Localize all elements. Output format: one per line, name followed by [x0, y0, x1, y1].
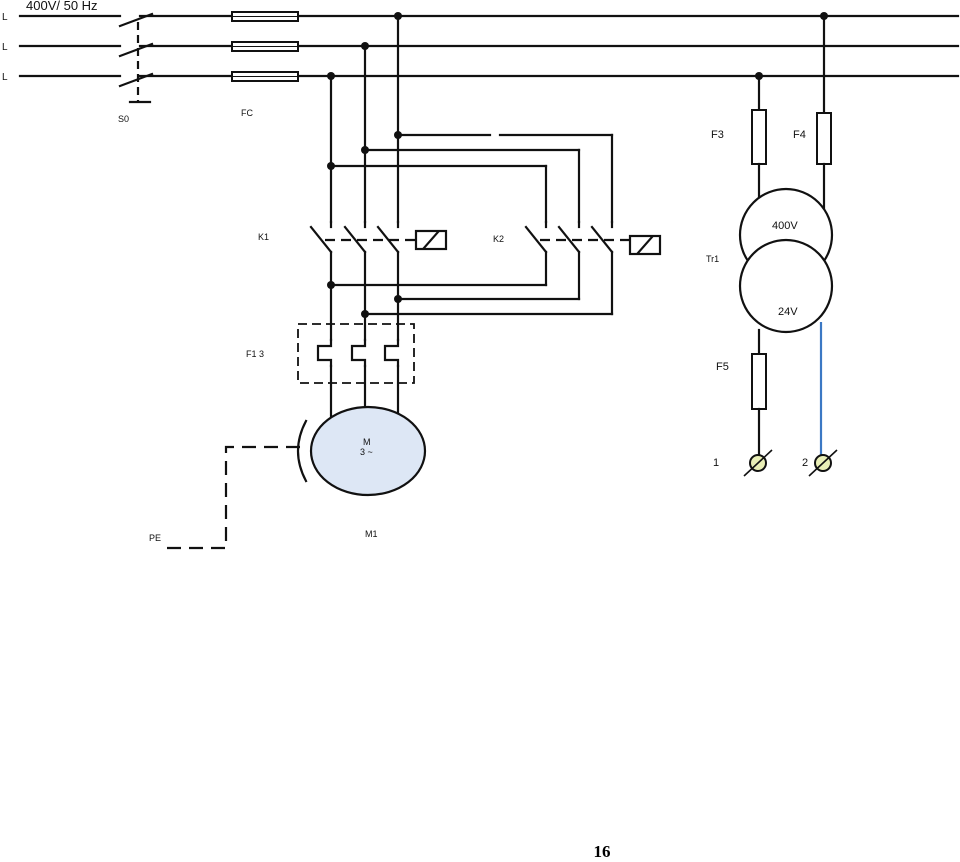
motor-m1	[296, 405, 427, 497]
label-motor: M1	[365, 529, 378, 539]
contactor-k2	[524, 220, 662, 316]
label-overload-relay: F1 3	[246, 349, 264, 359]
phase-label-l1: L	[2, 12, 8, 23]
protective-earth-line	[160, 445, 300, 550]
terminal-2	[808, 449, 838, 477]
phase-bus-lines	[18, 14, 960, 78]
transformer-primary-voltage: 400V	[772, 220, 798, 232]
contactor-k1	[309, 220, 448, 316]
motor-feeders	[329, 283, 400, 342]
supply-header: 400V/ 50 Hz	[26, 0, 98, 13]
secondary-circuit	[751, 322, 823, 457]
k2-top-links	[329, 133, 614, 224]
motor-symbol-3ph: 3 ~	[360, 447, 373, 457]
phase-label-l3: L	[2, 72, 8, 83]
label-terminal-1: 1	[713, 457, 719, 469]
transformer-tr1	[738, 187, 834, 334]
label-transformer: Tr1	[706, 254, 719, 264]
label-fuse-f3: F3	[711, 129, 724, 141]
phase-label-l2: L	[2, 42, 8, 53]
label-contactor-k1: K1	[258, 232, 269, 242]
control-fuses	[751, 14, 832, 212]
main-fuses-fc	[231, 11, 299, 82]
k2-bottom-links	[329, 283, 614, 316]
k1-feeders	[329, 14, 400, 224]
motor-symbol-m: M	[363, 437, 371, 447]
label-fuse-f4: F4	[793, 129, 806, 141]
terminal-1	[743, 449, 773, 477]
label-main-switch: S0	[118, 114, 129, 124]
transformer-secondary-voltage: 24V	[778, 306, 798, 318]
page-number: 16	[593, 842, 611, 861]
label-main-fuses: FC	[241, 108, 253, 118]
label-terminal-2: 2	[802, 457, 808, 469]
label-contactor-k2: K2	[493, 234, 504, 244]
label-protective-earth: PE	[149, 533, 161, 543]
main-switch-s0	[118, 12, 154, 104]
overload-relay	[297, 323, 415, 418]
label-fuse-f5: F5	[716, 361, 729, 373]
